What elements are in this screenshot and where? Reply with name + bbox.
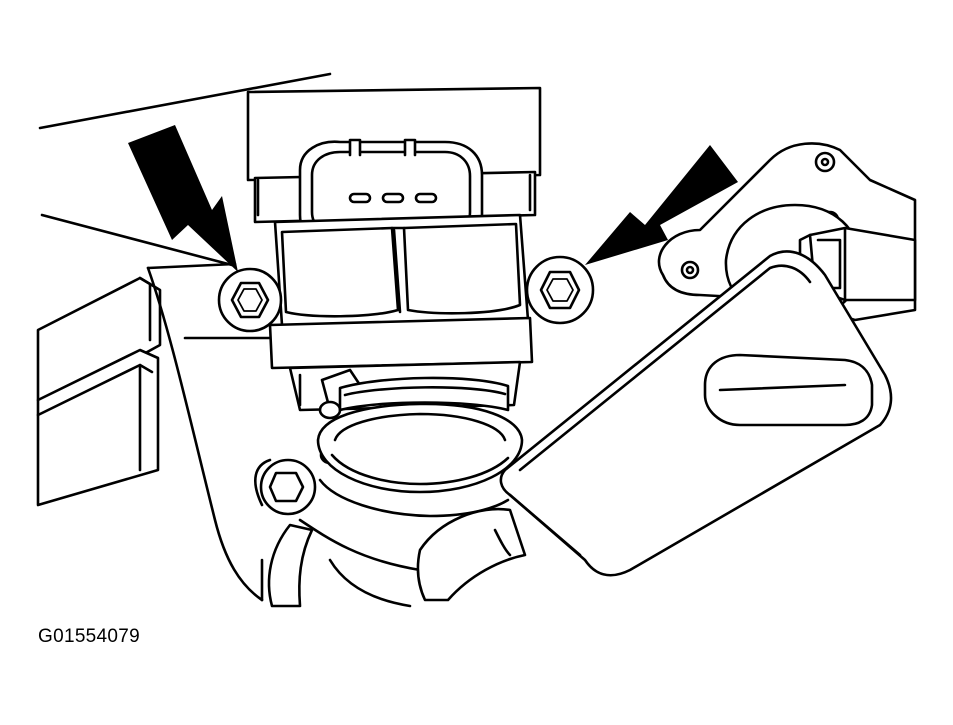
- arrow-left-icon: [128, 125, 238, 272]
- figure-id-label: G01554079: [38, 626, 141, 647]
- actuator-housing: [499, 250, 893, 577]
- left-housing: [36, 266, 264, 602]
- background-panel-lines: [38, 72, 332, 340]
- intake-ring: [316, 376, 524, 518]
- plate-screw: [254, 458, 317, 516]
- solenoid-valve-body: [246, 86, 542, 412]
- arrow-right-icon: [585, 145, 738, 265]
- lower-hoses: [267, 507, 527, 608]
- bolt-left-icon: [217, 267, 283, 333]
- bolt-right-icon: [525, 255, 595, 325]
